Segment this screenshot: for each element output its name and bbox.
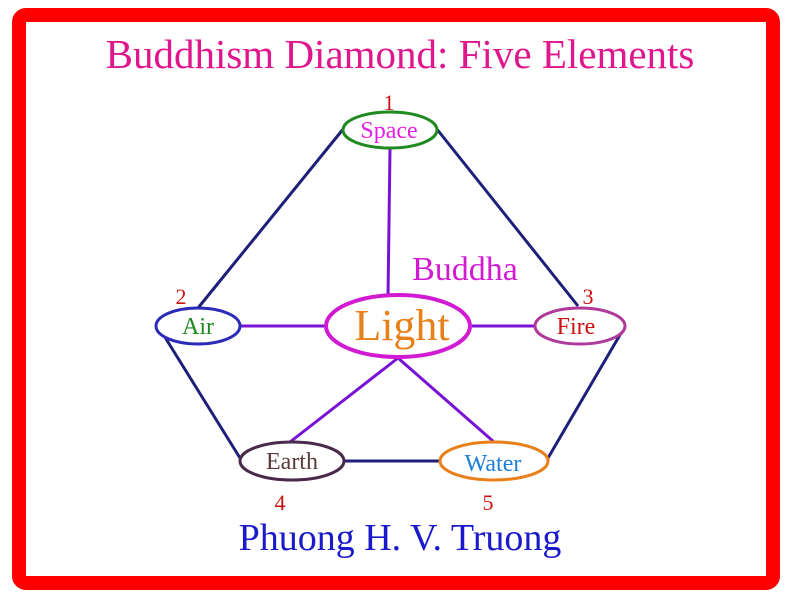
edge-space-air — [196, 127, 346, 309]
space-label: Space — [360, 118, 417, 144]
water-number: 5 — [483, 490, 494, 515]
element-fire: Fire 3 — [533, 284, 627, 346]
edge-air-earth — [156, 325, 242, 459]
fire-label: Fire — [557, 314, 596, 340]
earth-ring — [238, 440, 346, 482]
fire-number: 3 — [583, 284, 594, 309]
element-earth: Earth 4 — [238, 440, 346, 515]
element-space: Space 1 — [341, 90, 439, 150]
space-ring — [341, 110, 439, 150]
element-air: Air 2 — [154, 284, 242, 346]
buddha-label: Buddha — [412, 251, 518, 288]
center-ring — [324, 293, 472, 359]
space-number: 1 — [384, 90, 395, 115]
earth-label: Earth — [266, 449, 318, 475]
edge-space-fire — [434, 127, 580, 307]
element-water: Water 5 — [438, 440, 550, 515]
author-credit: Phuong H. V. Truong — [238, 517, 562, 559]
spoke-earth — [289, 356, 399, 444]
air-label: Air — [182, 314, 214, 340]
center-label: Light — [354, 301, 449, 350]
water-label: Water — [465, 451, 522, 477]
earth-number: 4 — [275, 490, 286, 515]
water-ring — [438, 440, 550, 482]
spoke-space — [386, 147, 392, 298]
air-ring — [154, 306, 242, 346]
inner-spokes — [240, 147, 536, 444]
spoke-water — [397, 356, 495, 444]
edge-fire-water — [546, 327, 626, 459]
diagram-title: Buddhism Diamond: Five Elements — [105, 31, 695, 77]
air-number: 2 — [176, 284, 187, 309]
fire-ring — [533, 306, 627, 346]
center-node: Light Buddha — [324, 251, 518, 359]
outer-edges — [156, 127, 626, 463]
